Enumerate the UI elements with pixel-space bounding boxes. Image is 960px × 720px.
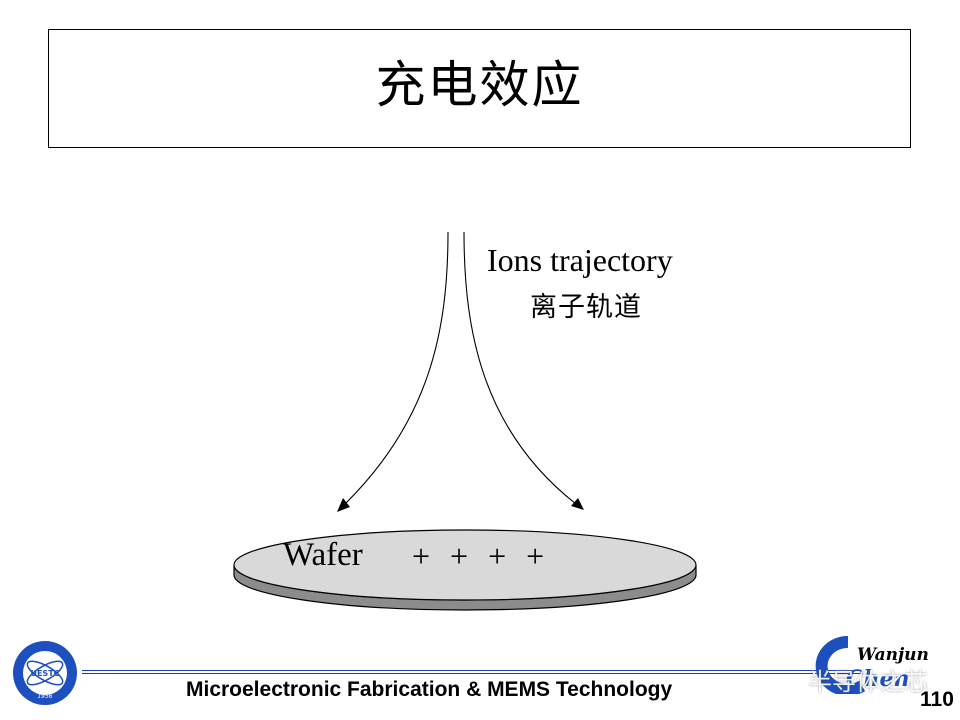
uestc-logo-abbr: UESTC <box>30 669 59 678</box>
ions-trajectory-label: Ions trajectory <box>487 242 673 278</box>
course-title: Microelectronic Fabrication & MEMS Techn… <box>186 678 673 701</box>
author-logo-letter: Chen <box>846 666 910 692</box>
ion-trajectory-right <box>463 231 577 505</box>
uestc-logo: UESTC 1956 <box>12 640 78 711</box>
arrow-head-left <box>337 498 350 512</box>
page-title: 充电效应 <box>375 55 584 114</box>
arrow-head-right <box>571 498 584 510</box>
footer-divider <box>82 670 862 674</box>
wafer-charges: + + + + <box>412 538 551 574</box>
author-logo: Chen <box>778 634 918 699</box>
wafer-label: Wafer <box>283 537 363 573</box>
watermark: 半导体之芯 <box>808 668 928 696</box>
title-box: 充电效应 <box>48 29 911 148</box>
page-number: 110 <box>920 688 954 711</box>
ions-trajectory-label-cn: 离子轨道 <box>530 292 642 323</box>
uestc-logo-year: 1956 <box>37 693 52 700</box>
wafer-top <box>233 529 697 601</box>
author-name: Wanjun <box>857 645 929 665</box>
ion-trajectory-left <box>344 231 449 505</box>
